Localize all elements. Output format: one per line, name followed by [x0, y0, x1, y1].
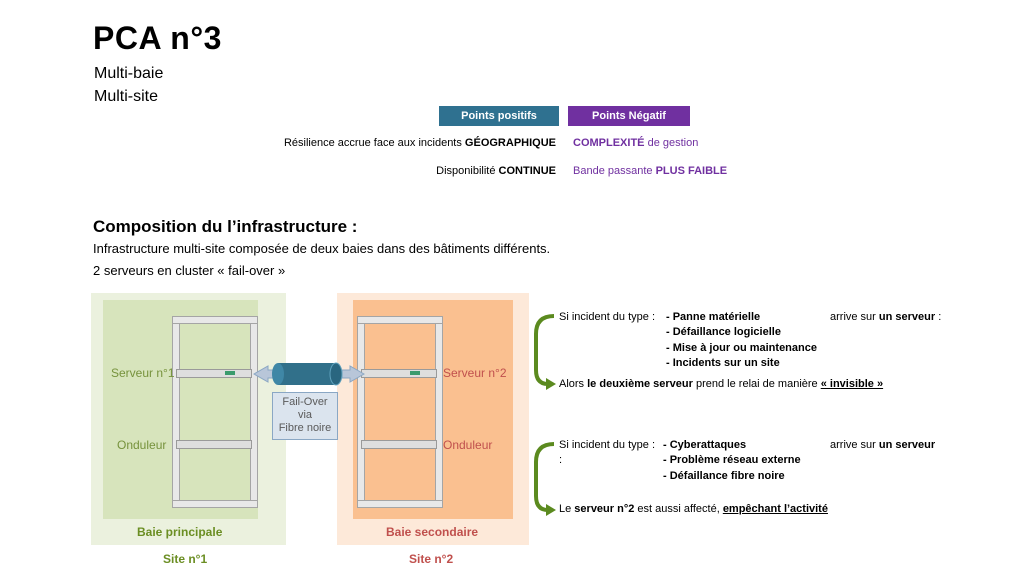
- ups-2-unit: [361, 440, 437, 449]
- subtitle-multi-site: Multi-site: [94, 88, 159, 105]
- rack-2-left-post: [357, 316, 365, 508]
- scenario-1-intro: Si incident du type :: [559, 311, 656, 323]
- fibre-cylinder-body: [278, 363, 336, 385]
- right-arrow-icon: [341, 365, 366, 383]
- positive-point-2: Disponibilité CONTINUE: [436, 165, 556, 177]
- rack-1-bottom-bar: [172, 500, 258, 508]
- scenario-1-item-3: - Mise à jour ou maintenance: [666, 342, 817, 354]
- composition-line-2: 2 serveurs en cluster « fail-over »: [93, 263, 286, 278]
- scenario-2-bracket-arrow-icon: [534, 442, 556, 516]
- scenario-1-result: Alors le deuxième serveur prend le relai…: [559, 378, 884, 390]
- scenario-1-item-1: - Panne matérielle: [666, 311, 761, 323]
- rack-1-left-post: [172, 316, 180, 508]
- rack-2-caption: Baie secondaire: [386, 525, 479, 539]
- server-2-unit: [361, 369, 437, 378]
- ups-1-label: Onduleur: [117, 438, 167, 452]
- scenario-2-item-3: - Défaillance fibre noire: [663, 470, 785, 482]
- rack-2-area: [353, 300, 513, 519]
- rack-1-right-post: [250, 316, 258, 508]
- fibre-link-graphic: [252, 362, 366, 386]
- site-1-caption: Site n°1: [163, 552, 208, 566]
- scenario-1-bracket-arrow-icon: [534, 314, 556, 390]
- rack-1-caption: Baie principale: [137, 525, 223, 539]
- negative-points-header: Points Négatif: [568, 106, 690, 126]
- scenario-2-result: Le serveur n°2 est aussi affecté, empêch…: [559, 503, 828, 515]
- scenario-2-item-2: - Problème réseau externe: [663, 454, 801, 466]
- server-2-label: Serveur n°2: [443, 366, 507, 380]
- rack-2-right-post: [435, 316, 443, 508]
- scenario-1-arrive: arrive sur un serveur :: [830, 311, 942, 323]
- negative-point-1: COMPLEXITÉ de gestion: [573, 137, 699, 149]
- scenario-1-item-2: - Défaillance logicielle: [666, 326, 781, 338]
- ups-1-unit: [176, 440, 252, 449]
- scenario-2-arrive: arrive sur un serveur: [830, 439, 936, 451]
- ups-2-label: Onduleur: [443, 438, 493, 452]
- negative-point-2: Bande passante PLUS FAIBLE: [573, 165, 728, 177]
- positive-point-1: Résilience accrue face aux incidents GÉO…: [283, 137, 556, 149]
- fibre-cylinder-left-cap: [272, 363, 284, 385]
- rack-1-area: [103, 300, 258, 519]
- page-title: PCA n°3: [93, 20, 222, 56]
- server-1-led: [225, 371, 235, 375]
- failover-box: Fail-Over via Fibre noire: [272, 392, 338, 440]
- scenario-1-item-4: - Incidents sur un site: [666, 357, 780, 369]
- scenario-2-item-1: - Cyberattaques: [663, 439, 747, 451]
- composition-title: Composition du l’infrastructure :: [93, 217, 358, 236]
- rack-2-bottom-bar: [357, 500, 443, 508]
- server-1-label: Serveur n°1: [111, 366, 175, 380]
- scenario-2-intro: Si incident du type :: [559, 439, 656, 451]
- rack-1-top-bar: [172, 316, 258, 324]
- composition-line-1: Infrastructure multi-site composée de de…: [93, 241, 551, 256]
- scenario-2-colon: :: [559, 454, 563, 466]
- server-2-led: [410, 371, 420, 375]
- positive-points-header: Points positifs: [439, 106, 559, 126]
- site-2-caption: Site n°2: [409, 552, 454, 566]
- subtitle-multi-baie: Multi-baie: [94, 65, 164, 82]
- rack-2-top-bar: [357, 316, 443, 324]
- server-1-unit: [176, 369, 252, 378]
- fibre-cylinder-right-cap: [329, 362, 343, 386]
